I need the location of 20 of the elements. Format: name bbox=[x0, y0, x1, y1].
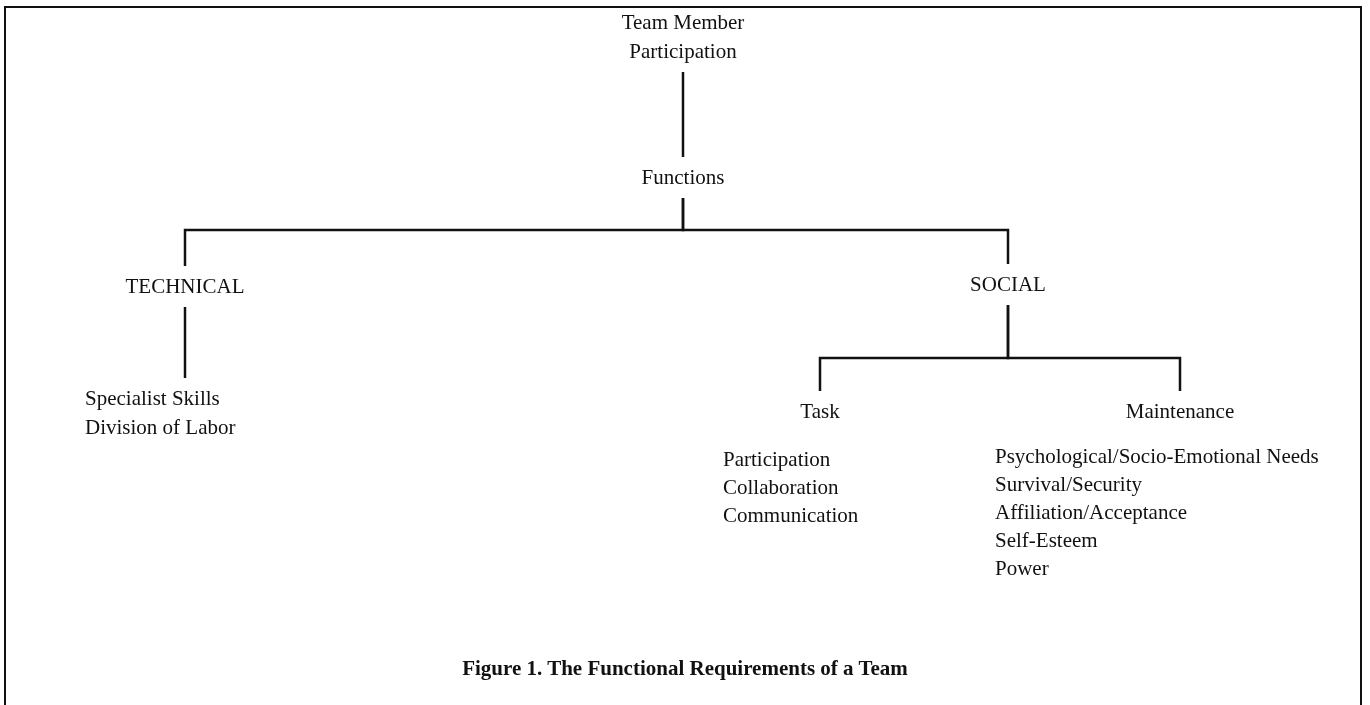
list-item: Survival/Security bbox=[995, 471, 1143, 498]
node-text: Functions bbox=[583, 163, 783, 192]
list-item: Power bbox=[995, 555, 1050, 582]
connector-line bbox=[681, 198, 1010, 264]
node-text: Maintenance bbox=[1100, 397, 1260, 426]
node-text: Team Member Participation bbox=[583, 8, 783, 66]
node-text: SOCIAL bbox=[908, 270, 1108, 299]
list-item: Psychological/Socio-Emotional Needs bbox=[995, 443, 1320, 470]
node-text: TECHNICAL bbox=[85, 272, 285, 301]
list-item: Collaboration bbox=[723, 474, 840, 501]
list-item: Self-Esteem bbox=[995, 527, 1099, 554]
node-text: Specialist Skills Division of Labor bbox=[85, 384, 285, 442]
list-item: Communication bbox=[723, 502, 860, 529]
node-text: Task bbox=[760, 397, 880, 426]
connector-line bbox=[681, 72, 685, 157]
list-item: Affiliation/Acceptance bbox=[995, 499, 1189, 526]
connector-line bbox=[183, 307, 187, 378]
connector-line bbox=[1006, 305, 1182, 391]
figure-caption: Figure 1. The Functional Requirements of a Team bbox=[461, 656, 909, 681]
list-item: Participation bbox=[723, 446, 832, 473]
